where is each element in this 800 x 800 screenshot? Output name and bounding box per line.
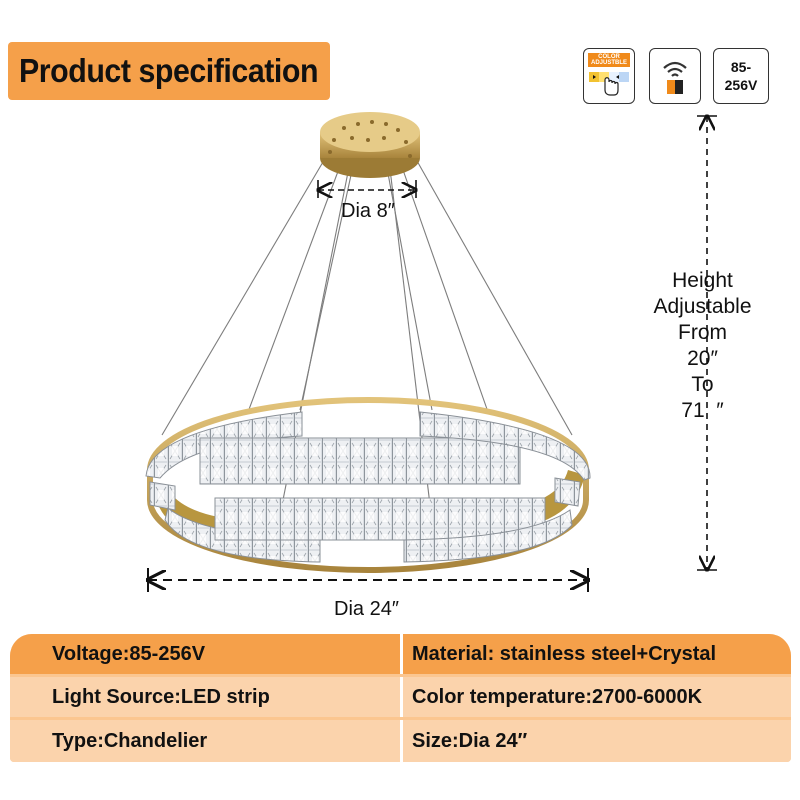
height-dimension-arrow: [697, 116, 717, 570]
page-title-banner: Product specification: [8, 42, 330, 100]
spec-row: Voltage:85-256V Material: stainless stee…: [10, 634, 791, 674]
canopy-dimension-arrow: [318, 180, 416, 198]
spec-color-temperature: Color temperature:2700-6000K: [412, 685, 703, 708]
height-line: Adjustable: [653, 295, 752, 318]
spec-row: Type:Chandelier Size:Dia 24″: [10, 720, 791, 762]
height-line: From: [678, 321, 727, 344]
height-line: 71 ″: [681, 399, 724, 422]
spec-row: Light Source:LED strip Color temperature…: [10, 677, 791, 717]
canopy-diameter-label: Dia 8″: [341, 200, 395, 222]
height-line: 20″: [687, 347, 718, 370]
canopy: [320, 112, 420, 178]
voltage-badge-label: 85- 256V: [724, 59, 758, 93]
color-adjustable-label: COLOR ADJUSTBLE: [588, 53, 630, 67]
voltage-badge: 85- 256V: [713, 48, 769, 104]
height-adjustable-label: Height Adjustable From 20″ To 71 ″: [640, 268, 765, 424]
spec-light-source: Light Source:LED strip: [52, 685, 270, 708]
height-line: Height: [672, 269, 733, 292]
spec-material: Material: stainless steel+Crystal: [412, 642, 717, 665]
crystal-ring: [145, 397, 591, 573]
ring-diameter-label: Dia 24″: [334, 598, 399, 620]
spec-type: Type:Chandelier: [52, 729, 208, 752]
spec-table: Voltage:85-256V Material: stainless stee…: [10, 634, 791, 762]
color-slider-icon: [588, 71, 629, 96]
ring-dimension-arrow: [148, 568, 588, 592]
remote-control-badge: [649, 48, 701, 104]
spec-size: Size:Dia 24″: [412, 729, 528, 752]
page-title: Product specification: [19, 52, 319, 89]
spec-voltage: Voltage:85-256V: [52, 642, 206, 665]
wifi-remote-icon: [662, 61, 687, 94]
height-line: To: [691, 373, 714, 396]
color-adjustable-badge: COLOR ADJUSTBLE: [583, 48, 635, 104]
